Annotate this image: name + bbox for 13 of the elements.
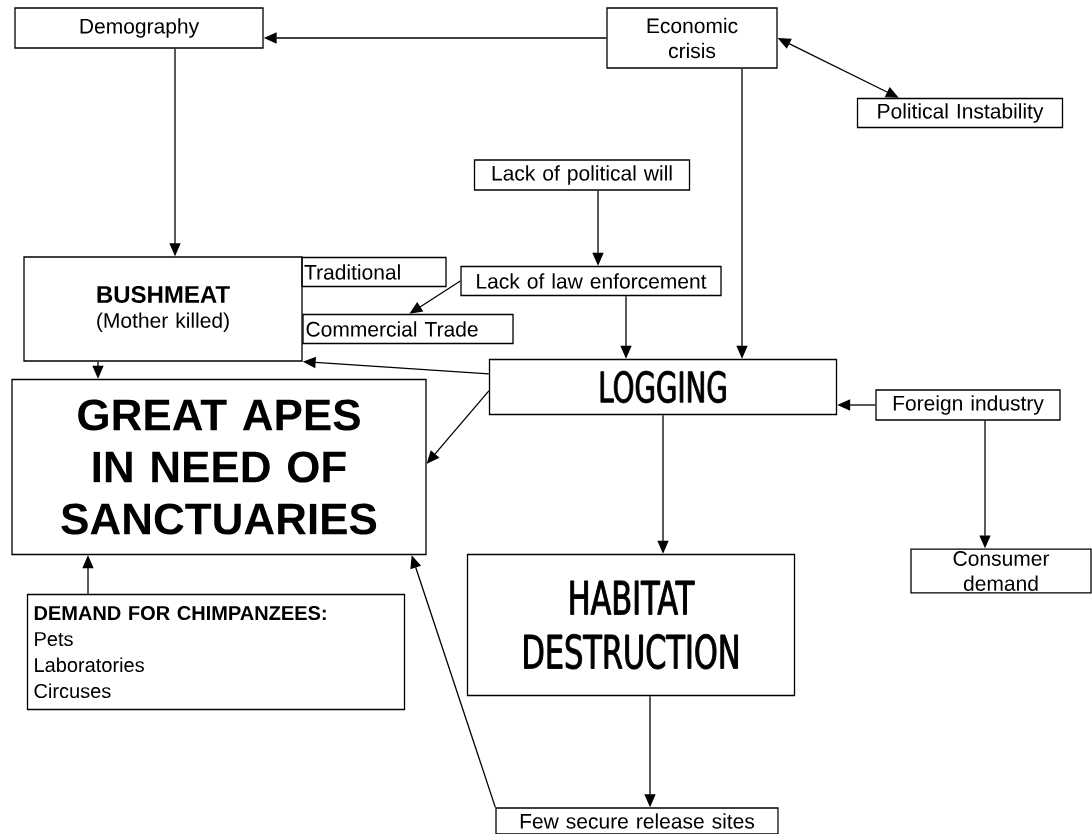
process-box: Political Instability bbox=[856, 97, 1064, 129]
process-box: BUSHMEAT (Mother killed) bbox=[23, 256, 303, 362]
process-box: Foreign industry bbox=[875, 389, 1061, 421]
process-box: Economic crisis bbox=[606, 7, 778, 69]
process-box: Lack of political will bbox=[473, 159, 691, 191]
process-box: Demography bbox=[14, 7, 264, 49]
process-box: Commercial Trade bbox=[302, 313, 514, 345]
process-box: Traditional bbox=[301, 256, 447, 288]
process-box: Consumer demand bbox=[910, 548, 1092, 594]
process-box: Lack of law enforcement bbox=[460, 265, 722, 297]
process-box: Few secure release sites bbox=[495, 807, 779, 834]
process-box: GREAT APES IN NEED OF SANCTUARIES bbox=[11, 378, 427, 556]
process-box: DEMAND FOR CHIMPANZEES: Pets Laboratories Circuses bbox=[26, 593, 406, 711]
